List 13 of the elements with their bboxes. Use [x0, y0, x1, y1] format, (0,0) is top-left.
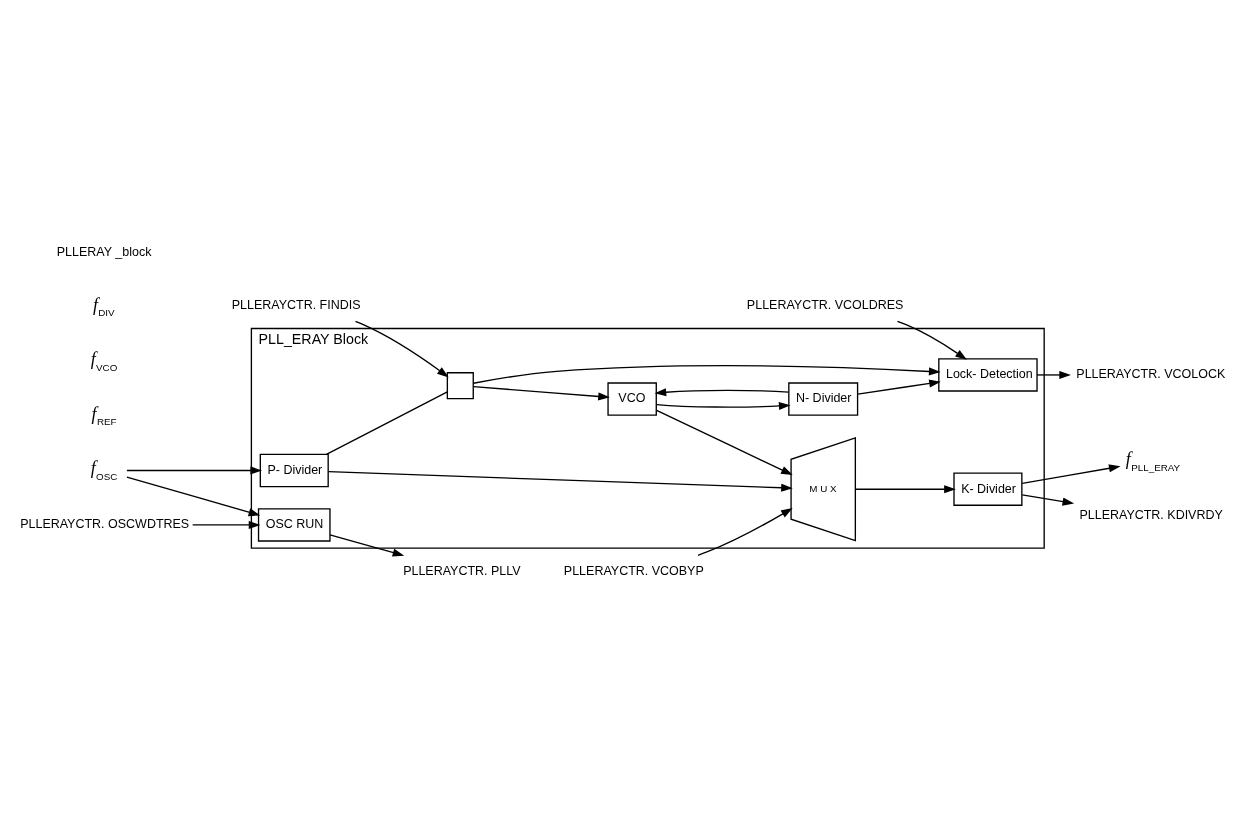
- node-text: f$_{OSC}$: [90, 457, 118, 482]
- node-text: PLLERAYCTR. VCOBYP: [563, 563, 704, 578]
- node-text: f$_{PLL_ERAY}$: [1125, 448, 1181, 473]
- node-text: PLLERAYCTR. VCOLDRES: [746, 297, 904, 312]
- node-text: PLLERAYCTR. KDIVRDY: [1079, 507, 1223, 522]
- node-text: PLLERAYCTR. OSCWDTRES: [20, 516, 190, 531]
- label: f$_{DIV}$: [92, 294, 115, 318]
- label: PLLERAY _block: [56, 244, 152, 259]
- label: f$_{VCO}$: [90, 348, 118, 373]
- node-text: PLLERAYCTR. VCOLOCK: [1076, 366, 1226, 381]
- node-text: PLLERAYCTR. FINDIS: [231, 297, 361, 312]
- label: f$_{REF}$: [91, 403, 117, 427]
- node-text: PLLERAYCTR. PLLV: [403, 563, 521, 578]
